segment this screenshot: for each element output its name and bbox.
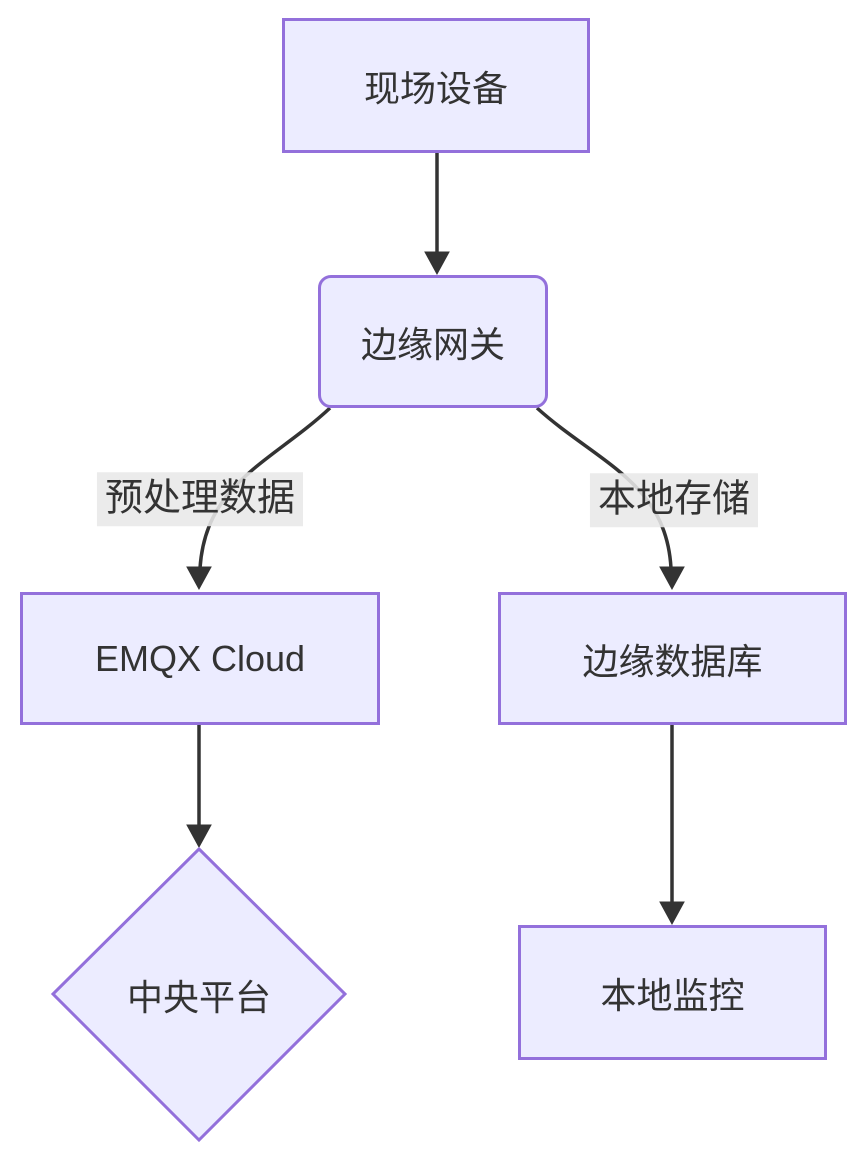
arrowhead-edge-database	[659, 566, 685, 591]
node-local-monitor: 本地监控	[518, 925, 827, 1060]
arrowhead-edge-gateway	[424, 251, 450, 276]
node-edge-gateway: 边缘网关	[318, 275, 548, 408]
edge-label-preprocessed-data: 预处理数据	[96, 472, 304, 526]
arrowhead-local-monitor	[659, 901, 685, 926]
arrowhead-central-platform	[186, 824, 212, 849]
node-edge-database-label: 边缘数据库	[582, 640, 763, 682]
node-emqx-cloud-label: EMQX Cloud	[94, 637, 306, 679]
node-field-device-label: 现场设备	[363, 67, 508, 109]
node-field-device: 现场设备	[282, 18, 590, 153]
diamond-central-platform-shape	[50, 846, 348, 1143]
node-emqx-cloud: EMQX Cloud	[20, 592, 380, 725]
node-edge-gateway-label: 边缘网关	[360, 323, 505, 365]
node-edge-database: 边缘数据库	[498, 592, 847, 725]
node-local-monitor-label: 本地监控	[600, 974, 745, 1016]
edge-label-local-storage: 本地存储	[589, 473, 759, 527]
arrowhead-emqx-cloud	[186, 566, 212, 591]
